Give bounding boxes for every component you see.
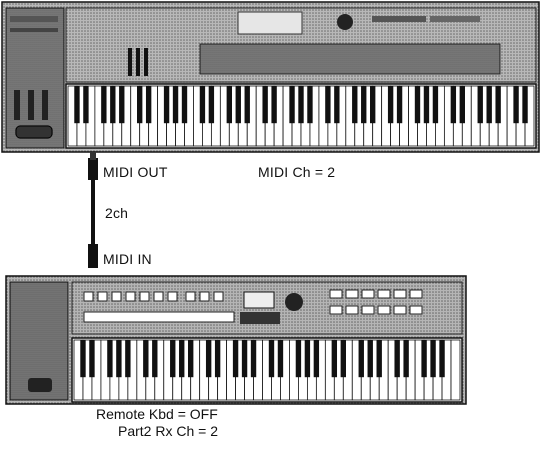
remote-kbd-setting: Remote Kbd = OFF [96, 406, 218, 423]
cable-channel-label: 2ch [105, 205, 128, 221]
top-synthesizer-keyboard-icon [0, 0, 547, 160]
midi-in-label: MIDI IN [103, 251, 152, 267]
receiver-settings-caption: Remote Kbd = OFF Part2 Rx Ch = 2 [96, 406, 218, 440]
part2-rx-channel-setting: Part2 Rx Ch = 2 [96, 423, 218, 440]
bottom-synthesizer-keyboard-icon [0, 270, 547, 405]
midi-out-label: MIDI OUT [103, 164, 168, 180]
midi-channel-label: MIDI Ch = 2 [258, 164, 335, 180]
